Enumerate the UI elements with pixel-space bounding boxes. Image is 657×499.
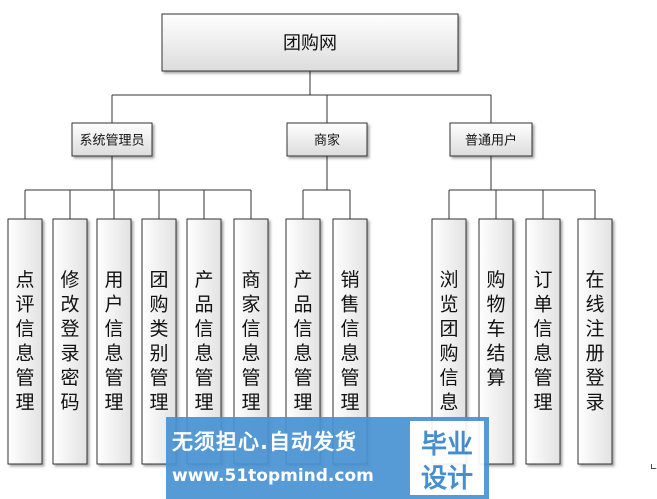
group-node: 系统管理员 xyxy=(71,122,153,157)
leaf-label: 销售信息管理 xyxy=(340,269,359,414)
root-node: 团购网 xyxy=(161,13,459,72)
leaf-label: 产品信息管理 xyxy=(194,269,213,414)
leaf-node: 点评信息管理 xyxy=(7,218,43,465)
group-node: 普通用户 xyxy=(449,122,533,157)
watermark-text-block: 无须担心.自动发货 www.51topmind.com xyxy=(166,417,404,499)
watermark-banner: 无须担心.自动发货 www.51topmind.com 毕业 设计 xyxy=(166,417,489,499)
leaf-label: 商家信息管理 xyxy=(241,269,260,414)
leaf-label: 浏览团购信息 xyxy=(439,269,458,414)
watermark-logo-line2: 设计 xyxy=(420,464,473,494)
group-box xyxy=(286,122,368,157)
root-label: 团购网 xyxy=(283,33,337,54)
watermark-slogan: 无须担心.自动发货 xyxy=(172,430,357,454)
group-node: 商家 xyxy=(286,122,368,157)
leaf-node: 订单信息管理 xyxy=(525,218,561,465)
leaf-box xyxy=(96,218,132,465)
group-label: 商家 xyxy=(314,133,340,149)
leaf-node: 修改登录密码 xyxy=(52,218,88,465)
leaf-box xyxy=(525,218,561,465)
leaf-box xyxy=(7,218,43,465)
leaf-label: 产品信息管理 xyxy=(293,269,312,414)
leaf-box xyxy=(52,218,88,465)
leaf-box xyxy=(577,218,613,465)
group-label: 系统管理员 xyxy=(79,134,144,149)
watermark-logo-line1: 毕业 xyxy=(420,430,473,460)
group-label: 普通用户 xyxy=(465,133,517,149)
corner-mark: ∟ xyxy=(650,463,657,473)
leaf-box xyxy=(478,218,514,465)
leaf-label: 购物车结算 xyxy=(486,269,505,389)
leaf-label: 团购类别管理 xyxy=(149,269,168,414)
group-nodes: 系统管理员 商家 普通用户 xyxy=(71,122,533,157)
leaf-node: 购物车结算 xyxy=(478,218,514,465)
leaf-node: 用户信息管理 xyxy=(96,218,132,465)
leaf-node: 在线注册登录 xyxy=(577,218,613,465)
group-box xyxy=(71,122,153,157)
leaf-label: 用户信息管理 xyxy=(104,269,123,414)
group-box xyxy=(449,122,533,157)
watermark-url: www.51topmind.com xyxy=(172,466,374,486)
watermark-logo: 毕业 设计 xyxy=(410,421,484,495)
connector-lines xyxy=(24,71,596,219)
leaf-label: 在线注册登录 xyxy=(585,269,604,414)
leaf-label: 点评信息管理 xyxy=(15,269,34,414)
leaf-label: 修改登录密码 xyxy=(60,269,79,414)
root-box xyxy=(161,13,459,72)
leaf-label: 订单信息管理 xyxy=(533,269,552,414)
